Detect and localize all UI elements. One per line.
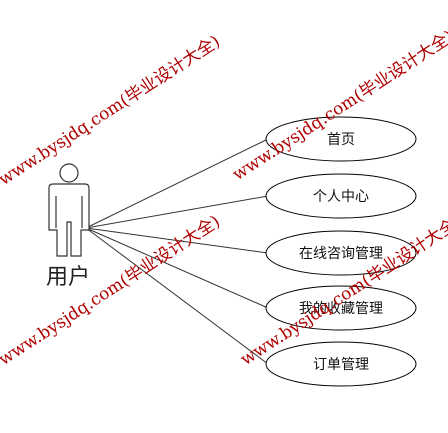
use-case-3: 在线咨询管理 [265, 230, 417, 276]
association-line [85, 195, 269, 229]
use-case-ellipse [265, 341, 417, 387]
use-case-1: 首页 [265, 116, 417, 162]
use-case-label: 我的收藏管理 [299, 301, 383, 317]
use-case-ellipse [265, 116, 417, 162]
association-line [85, 138, 269, 229]
association-line [85, 227, 269, 309]
use-case-5: 订单管理 [265, 341, 417, 387]
use-case-2: 个人中心 [265, 173, 417, 219]
use-case-ellipse [265, 285, 417, 331]
actor-label: 用户 [46, 265, 90, 290]
use-case-label: 首页 [327, 132, 355, 148]
association-line [85, 227, 269, 254]
use-case-label: 订单管理 [313, 357, 369, 373]
actor-body [48, 183, 90, 257]
use-case-label: 在线咨询管理 [299, 246, 383, 262]
association-lines [85, 138, 269, 365]
use-case-ellipse [265, 230, 417, 276]
association-line [85, 227, 269, 365]
use-case-4: 我的收藏管理 [265, 285, 417, 331]
actor [48, 163, 90, 257]
use-case-ellipse [265, 173, 417, 219]
use-case-label: 个人中心 [313, 189, 369, 205]
actor-head [59, 163, 79, 183]
